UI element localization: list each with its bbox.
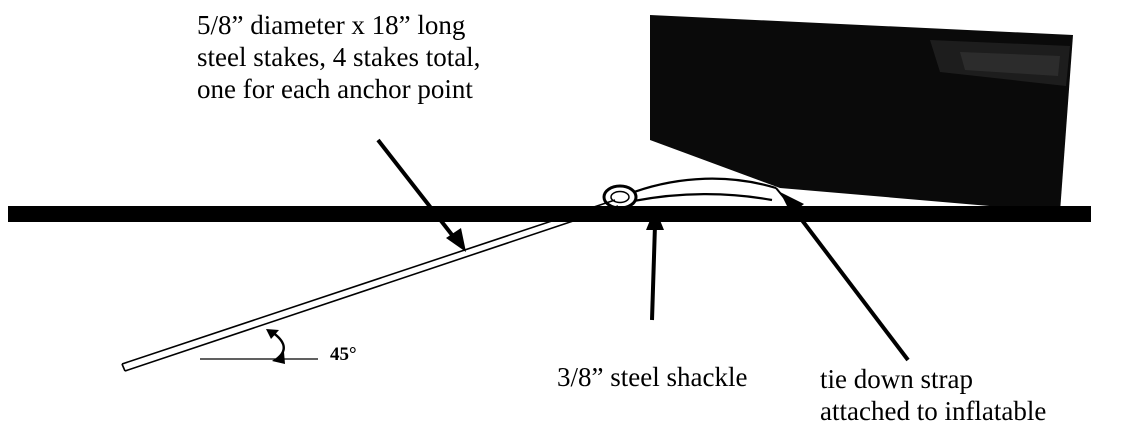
stake-label-line1: 5/8” diameter x 18” long [197, 10, 466, 40]
angle-arc [266, 329, 285, 364]
steel-stake [121, 199, 619, 372]
strap-pointer-arrow [780, 192, 910, 362]
shackle [602, 184, 638, 210]
ground-line [8, 206, 1091, 222]
shackle-label: 3/8” steel shackle [557, 362, 748, 392]
strap-label-line2: attached to inflatable [820, 395, 1047, 426]
stake-label-line2: steel stakes, 4 stakes total, [197, 41, 481, 72]
angle-label: 45° [330, 344, 357, 365]
stake-label: 5/8” diameter x 18” long steel stakes, 4… [197, 10, 480, 106]
stake-pointer-arrow [376, 138, 466, 252]
strap-label: tie down strap attached to inflatable [820, 364, 1046, 428]
inflatable-block [650, 15, 1073, 212]
strap-label-line1: tie down strap [820, 364, 973, 394]
shackle-pointer-arrow [646, 208, 664, 321]
stake-label-line3: one for each anchor point [197, 73, 473, 104]
